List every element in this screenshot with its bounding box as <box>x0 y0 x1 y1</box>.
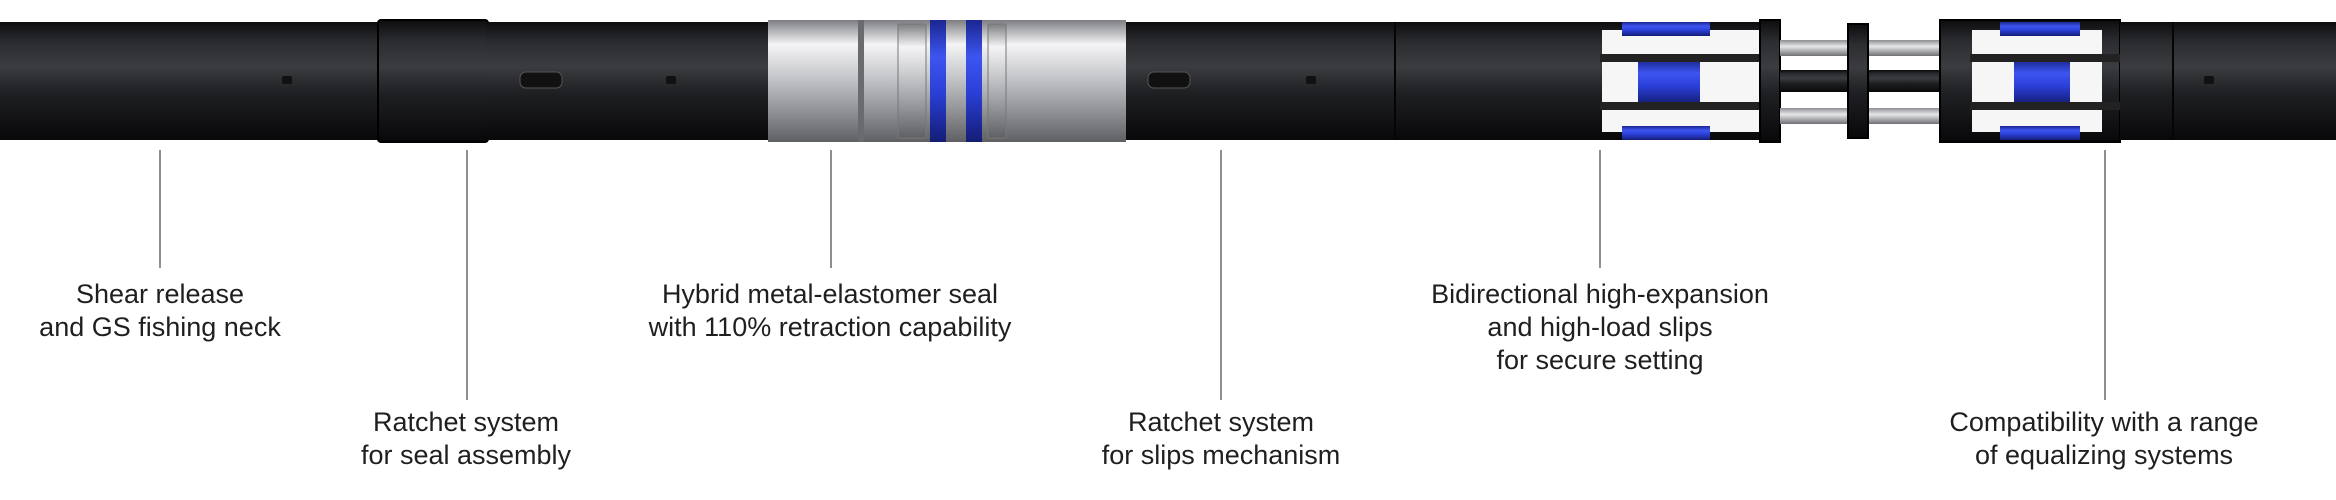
label-ratchet-slips: Ratchet system for slips mechanism <box>1102 406 1341 472</box>
label-hybrid-seal: Hybrid metal-elastomer seal with 110% re… <box>649 278 1012 344</box>
leader-ratchet-slips <box>1220 150 1222 400</box>
ratchet-slot <box>1147 71 1191 89</box>
slips-bar-2 <box>1600 102 1776 110</box>
label-hybrid-seal-line-2: with 110% retraction capability <box>648 312 1012 342</box>
blue-seal-ring-1 <box>930 20 946 142</box>
label-shear-release-line-2: and GS fishing neck <box>39 312 281 342</box>
rod-clamp <box>1847 23 1869 139</box>
body-segment-3 <box>1126 22 1546 140</box>
fishing-neck-slot <box>519 71 563 89</box>
equalizer-blue-core <box>2014 60 2070 104</box>
metal-groove-3 <box>987 23 1007 139</box>
label-ratchet-slips-line-1: Ratchet system <box>1127 407 1315 437</box>
leader-equalizing <box>2104 150 2106 400</box>
equalizer-bar-2 <box>1970 102 2120 110</box>
metal-groove-1 <box>858 20 864 142</box>
dot-1 <box>282 76 292 84</box>
label-bidirectional-slips-line-3: for secure setting <box>1496 345 1704 375</box>
label-ratchet-slips-line-2: for slips mechanism <box>1101 440 1341 470</box>
label-shear-release: Shear release and GS fishing neck <box>39 278 281 344</box>
leader-shear-release <box>159 150 161 268</box>
equalizer-bar <box>1970 54 2120 62</box>
slips-blue-lower <box>1622 126 1710 140</box>
dot-4 <box>2204 76 2214 84</box>
label-equalizing-line-1: Compatibility with a range <box>1949 407 2259 437</box>
label-ratchet-seal-line-2: for seal assembly <box>360 440 572 470</box>
equalizer-blue-lower <box>2000 126 2080 140</box>
label-ratchet-seal-line-1: Ratchet system <box>372 407 560 437</box>
equalizer-blue-upper <box>2000 22 2080 36</box>
metal-seal-body <box>768 20 1126 142</box>
slips-blue-core <box>1638 60 1700 104</box>
body-segment-left <box>0 22 380 140</box>
blue-seal-ring-2 <box>966 20 982 142</box>
body-segment-right <box>2120 22 2336 140</box>
label-bidirectional-slips-line-1: Bidirectional high-expansion <box>1431 279 1769 309</box>
metal-groove-2 <box>897 23 927 139</box>
leader-bidirectional-slips <box>1599 150 1601 268</box>
label-bidirectional-slips: Bidirectional high-expansion and high-lo… <box>1431 278 1769 377</box>
label-equalizing: Compatibility with a range of equalizing… <box>1949 406 2258 472</box>
leader-hybrid-seal <box>830 150 832 268</box>
slips-bar <box>1600 54 1776 62</box>
slips-blue-upper <box>1622 22 1710 36</box>
label-hybrid-seal-line-1: Hybrid metal-elastomer seal <box>661 279 999 309</box>
leader-ratchet-seal <box>466 150 468 400</box>
collar-1 <box>377 19 489 143</box>
label-shear-release-line-1: Shear release <box>75 279 245 309</box>
dot-3 <box>1306 76 1316 84</box>
label-ratchet-seal: Ratchet system for seal assembly <box>361 406 571 472</box>
dot-2 <box>666 76 676 84</box>
seam-2 <box>2172 22 2174 140</box>
label-equalizing-line-2: of equalizing systems <box>1974 440 2234 470</box>
slips-end-cap <box>1759 19 1781 143</box>
seam-1 <box>1394 22 1396 140</box>
label-bidirectional-slips-line-2: and high-load slips <box>1487 312 1713 342</box>
